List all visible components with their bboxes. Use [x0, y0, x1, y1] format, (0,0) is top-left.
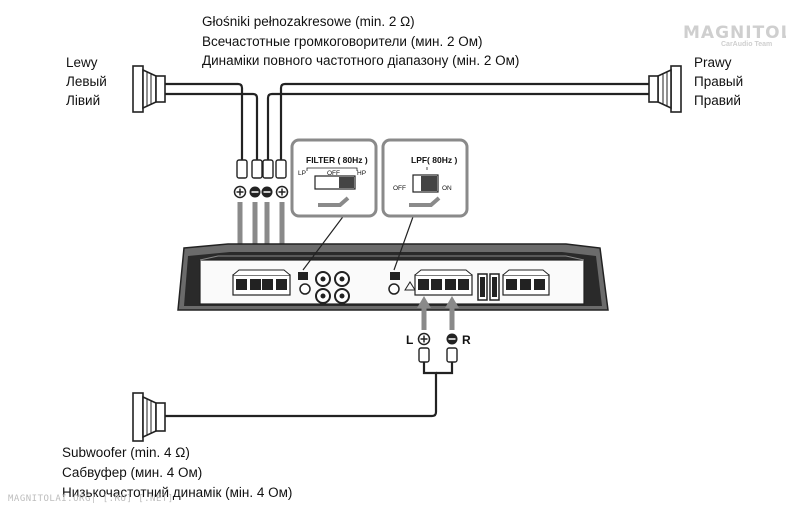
right-label-3: Правий [694, 93, 741, 108]
sub-wire-ends [418, 347, 458, 363]
sub-label-1: Subwoofer (min. 4 Ω) [62, 445, 190, 460]
lpf-callout-line [393, 213, 415, 271]
right-label-1: Prawy [694, 55, 732, 70]
power-terminal [502, 269, 550, 296]
insertion-arrows-bottom [421, 306, 455, 330]
filter-switch-mini [298, 272, 308, 280]
filter-opt-off: OFF [327, 170, 340, 177]
rca-inputs [315, 271, 350, 304]
subwoofer-icon [132, 392, 166, 442]
sub-label-2: Сабвуфер (мин. 4 Ом) [62, 465, 203, 480]
gain-knob-2 [388, 283, 400, 295]
lpf-opt-off: OFF [393, 185, 406, 192]
filter-title: FILTER ( 80Hz ) [306, 155, 368, 165]
sub-label-3: Низькочастотний динамік (мін. 4 Ом) [62, 485, 293, 500]
right-label-2: Правый [694, 74, 744, 89]
warning-icon [404, 281, 416, 291]
title-line-3: Динаміки повного частотного діапазону (м… [202, 53, 520, 68]
filter-opt-hp: HP [357, 170, 366, 177]
filter-arrow [318, 196, 350, 207]
magnitola-logo: MAGNITOLA CarAudio Team [683, 23, 786, 55]
left-label-1: Lewy [66, 55, 98, 70]
lpf-title: LPF( 80Hz ) [411, 155, 457, 165]
logo-subtext: CarAudio Team [721, 41, 773, 48]
bottom-watermark: MAGNITOLAI.ORG| [.RU] [.NET] [8, 494, 174, 504]
title-line-2: Всечастотные громкоговорители (мин. 2 Ом… [202, 34, 483, 49]
left-speaker-icon [132, 65, 166, 113]
lpf-opt-on: ON [442, 185, 452, 192]
sub-output-terminal [414, 269, 473, 296]
filter-opt-lp: LP [298, 170, 306, 177]
sub-right-channel-label: R [462, 333, 471, 347]
title-line-1: Głośniki pełnozakresowe (min. 2 Ω) [202, 14, 415, 29]
lpf-arrow [409, 196, 441, 207]
speaker-wires [165, 82, 649, 418]
polarity-symbols-top [233, 185, 289, 199]
polarity-symbols-bottom [417, 332, 458, 346]
lpf-slider-knob [421, 176, 437, 191]
lpf-switch-mini [390, 272, 400, 280]
speaker-output-terminal [232, 269, 291, 296]
logo-text: MAGNITOLA [683, 23, 786, 43]
fuses [477, 273, 500, 301]
gain-knob-1 [299, 283, 311, 295]
left-label-3: Лівий [66, 93, 101, 108]
wire-ends [236, 159, 287, 179]
filter-callout-line [302, 213, 346, 271]
sub-left-channel-label: L [406, 333, 413, 347]
right-speaker-icon [648, 65, 682, 113]
left-label-2: Левый [66, 74, 107, 89]
filter-slider-knob [339, 177, 354, 188]
